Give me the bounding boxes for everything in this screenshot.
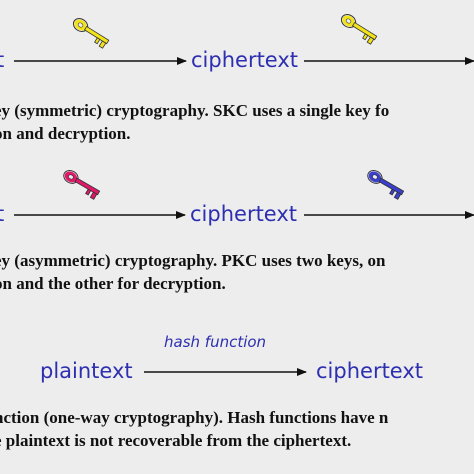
skc-encryption-key-icon (72, 18, 110, 49)
skc-decryption-key-icon (340, 14, 378, 45)
hash-plaintext-label: plaintext (40, 359, 133, 383)
pkc-public-key-icon (63, 170, 101, 200)
skc-caption-line-1: ey (symmetric) cryptography. SKC uses a … (0, 101, 390, 120)
hash-function-label: hash function (164, 333, 267, 351)
hash-caption-line-1: nction (one-way cryptography). Hash func… (0, 408, 389, 427)
pkc-private-key-icon (367, 170, 405, 200)
pkc-ciphertext-label: ciphertext (190, 202, 298, 226)
pkc-left-text: t (0, 202, 5, 226)
hash-ciphertext-label: ciphertext (316, 359, 424, 383)
pkc-caption-line-1: ey (asymmetric) cryptography. PKC uses t… (0, 251, 386, 270)
skc-caption-line-2: on and decryption. (0, 124, 131, 143)
skc-ciphertext-label: ciphertext (191, 48, 299, 72)
pkc-caption-line-2: on and the other for decryption. (0, 274, 226, 293)
hash-caption-line-2: e plaintext is not recoverable from the … (0, 431, 352, 450)
skc-left-text: t (0, 48, 5, 72)
